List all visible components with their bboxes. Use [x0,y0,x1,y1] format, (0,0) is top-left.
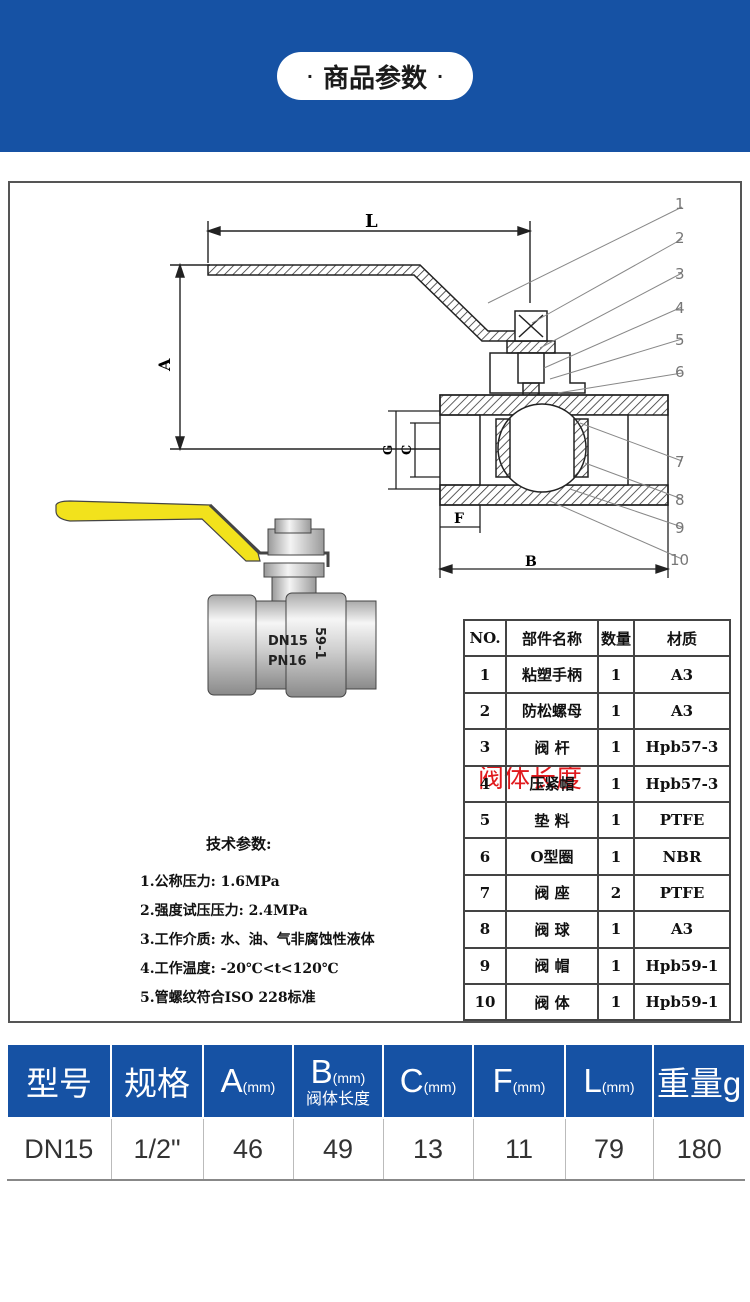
spec-col-model: 型号 [6,1043,112,1119]
callout-8: 8 [675,491,685,509]
spec-cell-f: 11 [472,1117,565,1181]
dim-g-c [388,410,440,490]
dim-a-label: A [155,358,174,372]
dim-a [170,262,440,452]
header-banner: · 商品参数 · [0,0,750,152]
parts-col-qty: 数量 [597,618,635,658]
callout-5: 5 [675,331,685,349]
spec-table: 型号 规格 A(mm) B(mm)阀体长度 C(mm) F(mm) L(mm) … [6,1043,746,1181]
callout-7: 7 [675,453,685,471]
spec-col-spec: 规格 [110,1043,204,1119]
dim-l [205,221,533,303]
section-title-pill: · 商品参数 · [277,52,473,100]
callout-1: 1 [675,195,685,213]
dim-b-label: B [525,554,537,570]
spec-cell-c: 13 [382,1117,473,1181]
bullet-dot-right: · [437,66,444,86]
valve-illustration: DN15 PN16 59-1 [55,500,377,698]
spec-col-b: B(mm)阀体长度 [292,1043,384,1119]
yellow-handle [55,500,261,562]
spec-cell-model: DN15 [7,1117,111,1181]
dim-g-label: G [381,445,395,455]
spec-cell-a: 46 [202,1117,293,1181]
handle-section [207,264,529,342]
spec-cell-l: 79 [564,1117,653,1181]
parts-header-row: NO. 部件名称 数量 材质 [463,618,731,658]
spec-cell-spec: 1/2" [110,1117,203,1181]
valve-drawing: L A [55,195,689,698]
callout-2: 2 [675,229,685,247]
tech-param-line: 5.管螺纹符合ISO 228标准 [140,990,316,1006]
spec-cell-weight: 180 [652,1117,745,1181]
dim-f-label: F [454,511,464,527]
tech-params: 技术参数: 1.公称压力: 1.6MPa 2.强度试压压力: 2.4MPa 3.… [140,833,375,1013]
tech-param-line: 1.公称压力: 1.6MPa [140,874,280,890]
dim-b [437,505,671,578]
dim-c-label: C [400,445,415,455]
spec-header-row: 型号 规格 A(mm) B(mm)阀体长度 C(mm) F(mm) L(mm) … [6,1043,746,1119]
tech-param-line: 2.强度试压压力: 2.4MPa [140,903,308,919]
spec-col-l: L(mm) [564,1043,654,1119]
tech-param-line: 3.工作介质: 水、油、气非腐蚀性液体 [140,932,375,948]
callout-4: 4 [675,299,685,317]
parts-col-no: NO. [463,618,507,658]
spec-col-f: F(mm) [472,1043,566,1119]
tech-params-title: 技术参数: [206,835,272,853]
spec-col-a: A(mm) [202,1043,294,1119]
spec-cell-b: 49 [292,1117,383,1181]
table-row: DN15 1/2" 46 49 13 11 79 180 [7,1117,745,1181]
body-section [439,394,669,506]
spec-col-c: C(mm) [382,1043,474,1119]
parts-col-name: 部件名称 [505,618,599,658]
callout-3: 3 [675,265,685,283]
callout-10: 10 [670,551,689,569]
body-mark-dn: DN15 [268,634,308,649]
parts-col-material: 材质 [633,618,731,658]
dim-l-label: L [365,211,378,232]
dim-f [439,505,481,578]
callout-leaders [487,206,683,560]
callout-6: 6 [675,363,685,381]
callout-9: 9 [675,519,685,537]
stem-assembly [489,310,586,400]
callout-numbers: 1 2 3 4 5 6 7 8 9 10 [670,195,689,569]
bullet-dot-left: · [306,66,313,86]
spec-col-weight: 重量g [652,1043,746,1119]
body-mark-pn: PN16 [268,654,307,669]
body-mark-alloy: 59-1 [312,627,327,660]
tech-param-line: 4.工作温度: -20℃<t<120℃ [140,961,339,977]
section-title: 商品参数 [322,63,427,94]
